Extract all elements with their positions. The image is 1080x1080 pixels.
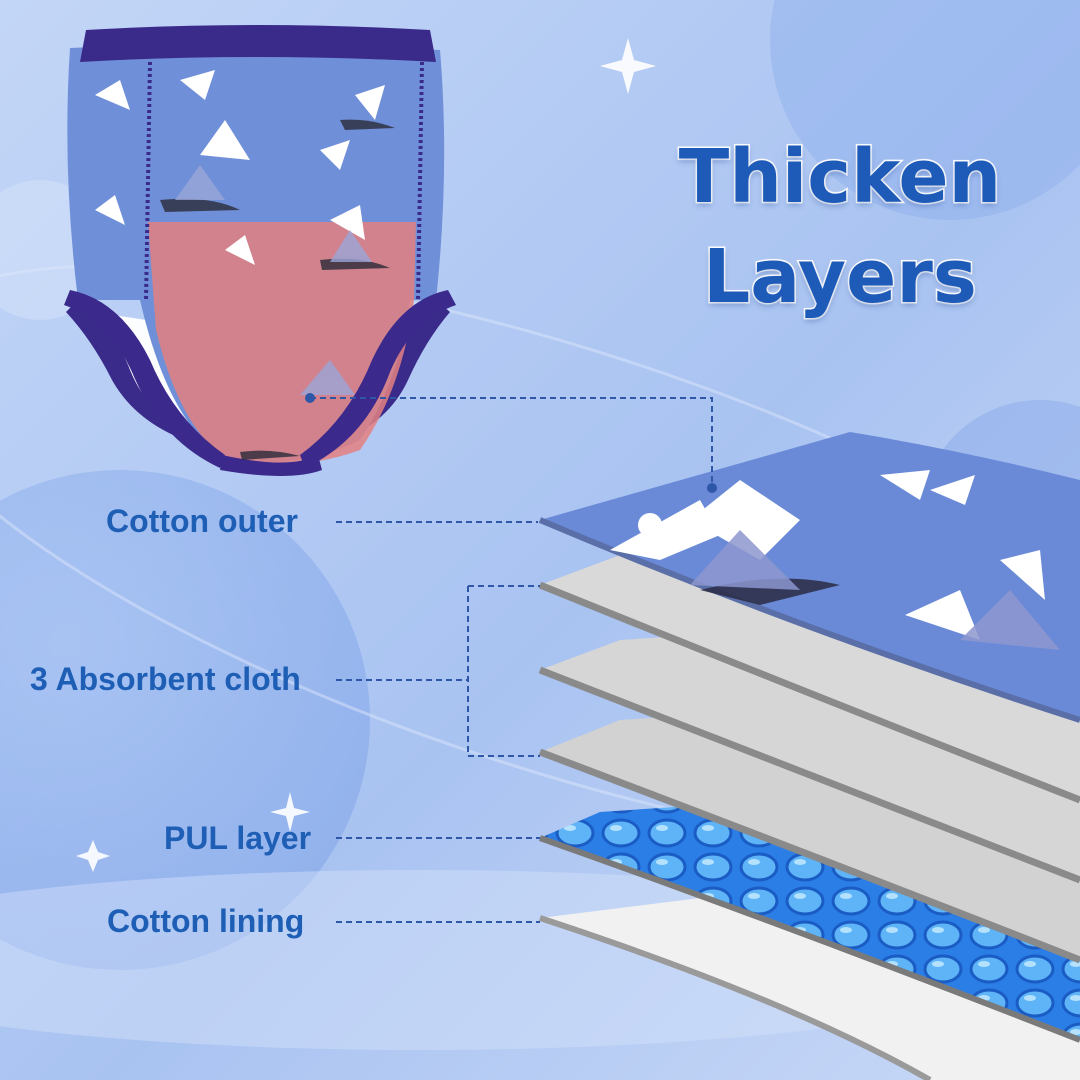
label-pul-layer: PUL layer — [164, 820, 312, 856]
headline-line-1: Thicken — [677, 134, 1003, 220]
label-cotton-outer: Cotton outer — [106, 503, 298, 539]
leader-lines — [310, 397, 713, 923]
label-absorbent-cloth: 3 Absorbent cloth — [30, 661, 301, 697]
sparkle-icon — [76, 38, 656, 872]
headline-line-2: Layers — [702, 234, 979, 320]
product-image — [64, 25, 456, 476]
layer-stack-image — [538, 432, 1080, 1080]
label-cotton-lining: Cotton lining — [107, 903, 305, 939]
